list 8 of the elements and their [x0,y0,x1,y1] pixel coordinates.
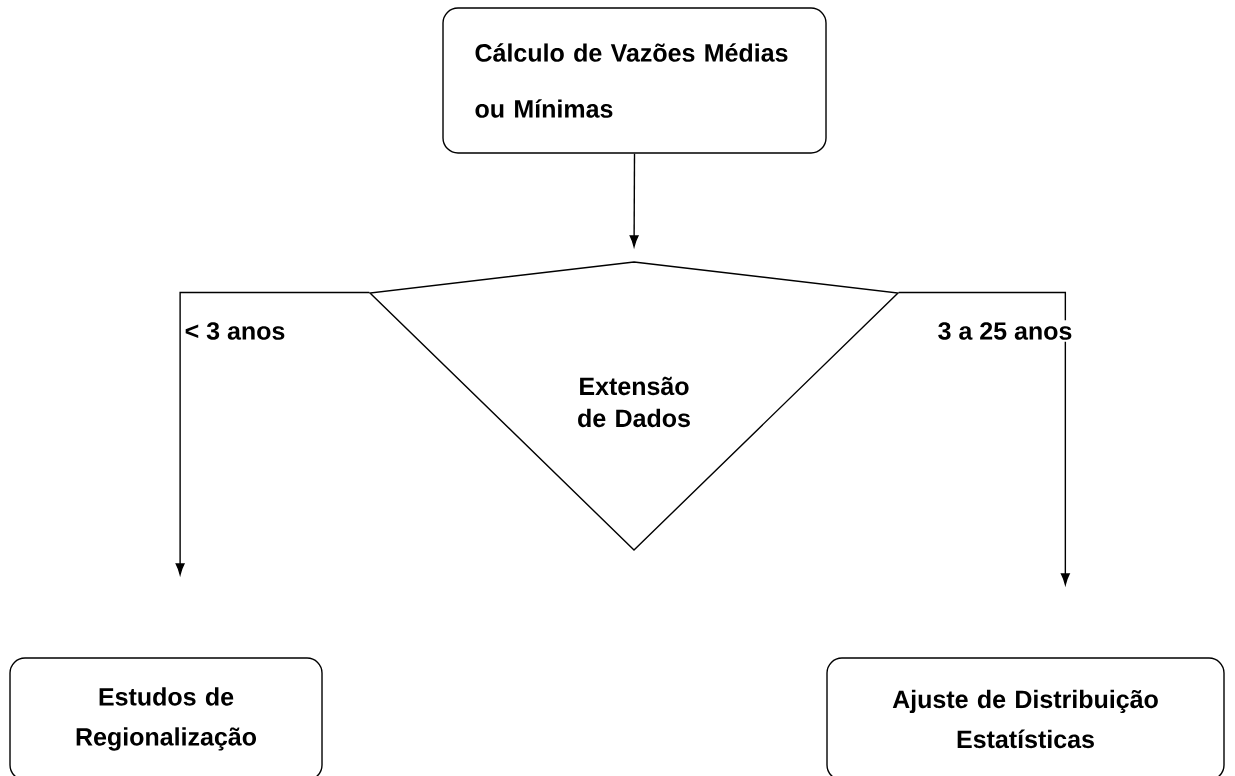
edge-label: < 3 anos [182,320,288,342]
edge-label: 3 a 25 anos [935,320,1075,342]
process-box: Ajuste de Distribuição Estatísticas [826,657,1225,776]
process-box: Cálculo de Vazões Médias ou Mínimas [442,7,827,154]
process-box: Estudos de Regionalização [9,657,323,776]
arrow [629,153,639,247]
arrow [175,291,370,575]
arrow [898,291,1070,585]
